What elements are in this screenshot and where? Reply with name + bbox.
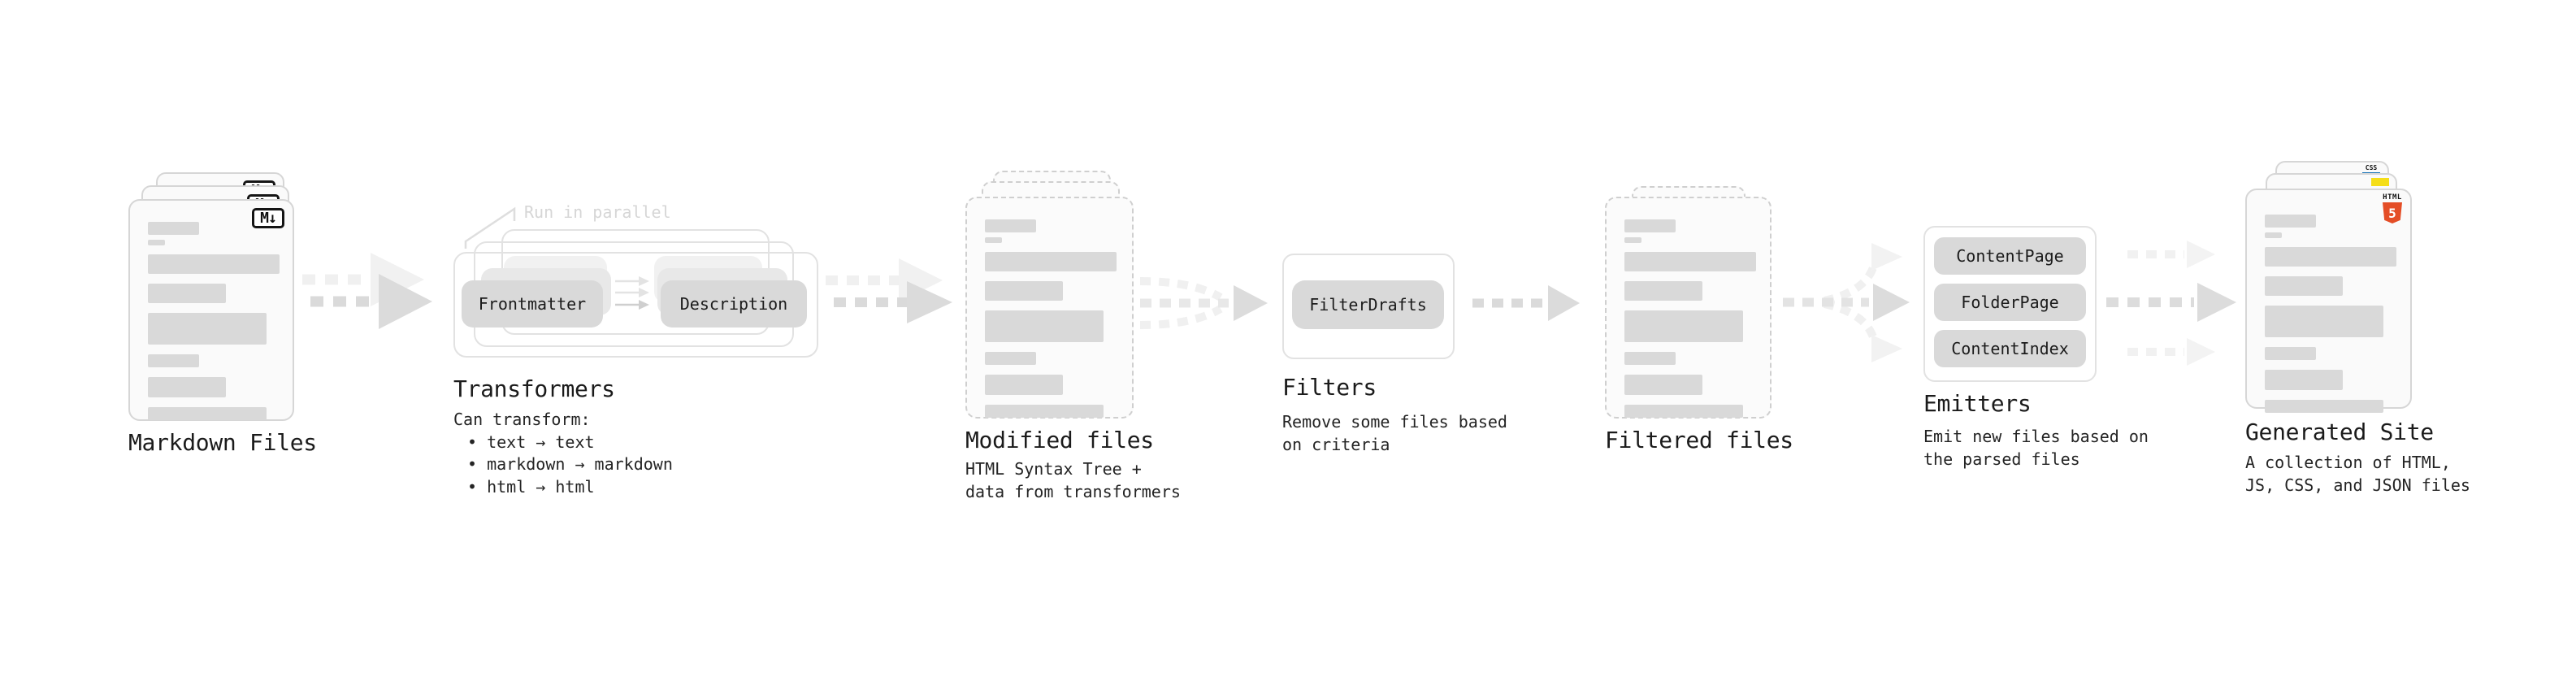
description-line: • text → text (467, 432, 595, 452)
html5-icon-label: HTML (2383, 193, 2402, 202)
modified-file-card-front (965, 197, 1134, 419)
javascript-icon (2371, 178, 2389, 186)
emitters-box (1923, 226, 2097, 382)
html5-icon: HTML 5 (2382, 193, 2403, 223)
arrow-modified-to-filters (1139, 277, 1268, 329)
description-line: Remove some files based (1282, 412, 1507, 432)
folderpage-pill: FolderPage (1934, 284, 2086, 321)
markdown-files-title: Markdown Files (128, 429, 317, 456)
emitters-description: Emit new files based on the parsed files (1923, 426, 2149, 471)
site-file-card-html: HTML 5 (2245, 189, 2412, 413)
modified-files-title: Modified files (965, 427, 1154, 453)
modified-files-description: HTML Syntax Tree + data from transformer… (965, 458, 1181, 503)
frontmatter-pill: Frontmatter (462, 280, 603, 327)
contentpage-pill: ContentPage (1934, 237, 2086, 275)
filters-description: Remove some files based on criteria (1282, 411, 1507, 456)
generated-site-description: A collection of HTML, JS, CSS, and JSON … (2245, 452, 2470, 497)
arrow-filtered-to-emitters (1783, 243, 1910, 362)
description-line: the parsed files (1923, 449, 2080, 469)
description-line: HTML Syntax Tree + (965, 459, 1142, 479)
description-line: Emit new files based on (1923, 427, 2149, 446)
description-line: JS, CSS, and JSON files (2245, 475, 2470, 495)
transformers-description: Can transform: • text → text • markdown … (453, 409, 673, 498)
filters-title: Filters (1282, 374, 1377, 401)
description-pill: Description (661, 280, 807, 327)
document-text-placeholder (1624, 219, 1756, 418)
document-text-placeholder (2265, 215, 2396, 413)
css-icon-label: CSS (2365, 164, 2378, 171)
description-line: Can transform: (453, 410, 591, 429)
generated-site-title: Generated Site (2245, 419, 2434, 445)
markdown-icon: M↓ (252, 208, 284, 228)
filtered-file-card-front (1605, 197, 1772, 419)
transformer-pill-arrows (615, 276, 649, 310)
run-in-parallel-callout-line (464, 206, 516, 249)
html5-icon-shield: 5 (2383, 202, 2402, 223)
arrow-transformers-to-modified (826, 258, 952, 323)
arrow-markdown-to-transformers (302, 253, 432, 329)
contentindex-pill: ContentIndex (1934, 330, 2086, 367)
description-line: • markdown → markdown (467, 454, 673, 474)
run-in-parallel-note: Run in parallel (524, 202, 671, 222)
emitters-title: Emitters (1923, 390, 2032, 417)
filters-box (1282, 254, 1455, 359)
markdown-file-card-front: M↓ (128, 199, 294, 421)
document-text-placeholder (148, 222, 280, 420)
description-line: A collection of HTML, (2245, 453, 2451, 472)
transformer-box-front (453, 252, 818, 358)
arrow-emitters-to-site (2106, 241, 2236, 366)
description-line: on criteria (1282, 434, 1390, 454)
filtered-files-title: Filtered files (1605, 427, 1793, 453)
transformers-title: Transformers (453, 375, 615, 402)
description-line: data from transformers (965, 481, 1181, 501)
filterdrafts-pill: FilterDrafts (1292, 280, 1444, 329)
description-line: • html → html (467, 476, 595, 497)
document-text-placeholder (985, 219, 1117, 418)
arrow-filters-to-filtered (1472, 285, 1580, 321)
